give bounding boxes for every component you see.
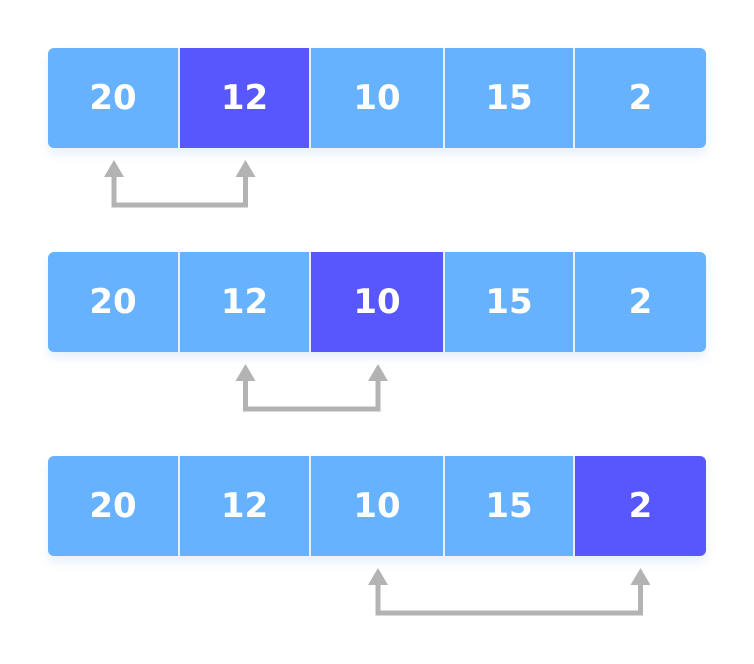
array-cell: 12	[180, 48, 311, 148]
array-cell: 20	[48, 48, 180, 148]
array-cell: 10	[311, 252, 445, 352]
arrow-head-icon	[235, 364, 256, 381]
comparison-arrow-line	[243, 378, 381, 412]
arrow-head-icon	[104, 160, 124, 177]
array-cell: 15	[445, 252, 575, 352]
arrow-head-icon	[630, 568, 651, 585]
array-cell: 2	[575, 252, 706, 352]
array-cell: 2	[575, 48, 706, 148]
array-cell: 12	[180, 252, 311, 352]
array-cell: 15	[445, 456, 575, 556]
array-row-2: 20 12 10 15 2	[48, 252, 706, 352]
arrow-head-icon	[368, 568, 388, 585]
comparison-arrow-line	[375, 582, 643, 616]
array-cell: 10	[311, 48, 445, 148]
arrow-head-icon	[235, 160, 256, 177]
array-row-1: 20 12 10 15 2	[48, 48, 706, 148]
array-cell: 2	[575, 456, 706, 556]
array-cell: 10	[311, 456, 445, 556]
array-cell: 12	[180, 456, 311, 556]
array-row-3: 20 12 10 15 2	[48, 456, 706, 556]
comparison-arrow-line	[111, 174, 248, 208]
array-cell: 20	[48, 252, 180, 352]
array-cell: 20	[48, 456, 180, 556]
array-cell: 15	[445, 48, 575, 148]
arrow-head-icon	[368, 364, 388, 381]
